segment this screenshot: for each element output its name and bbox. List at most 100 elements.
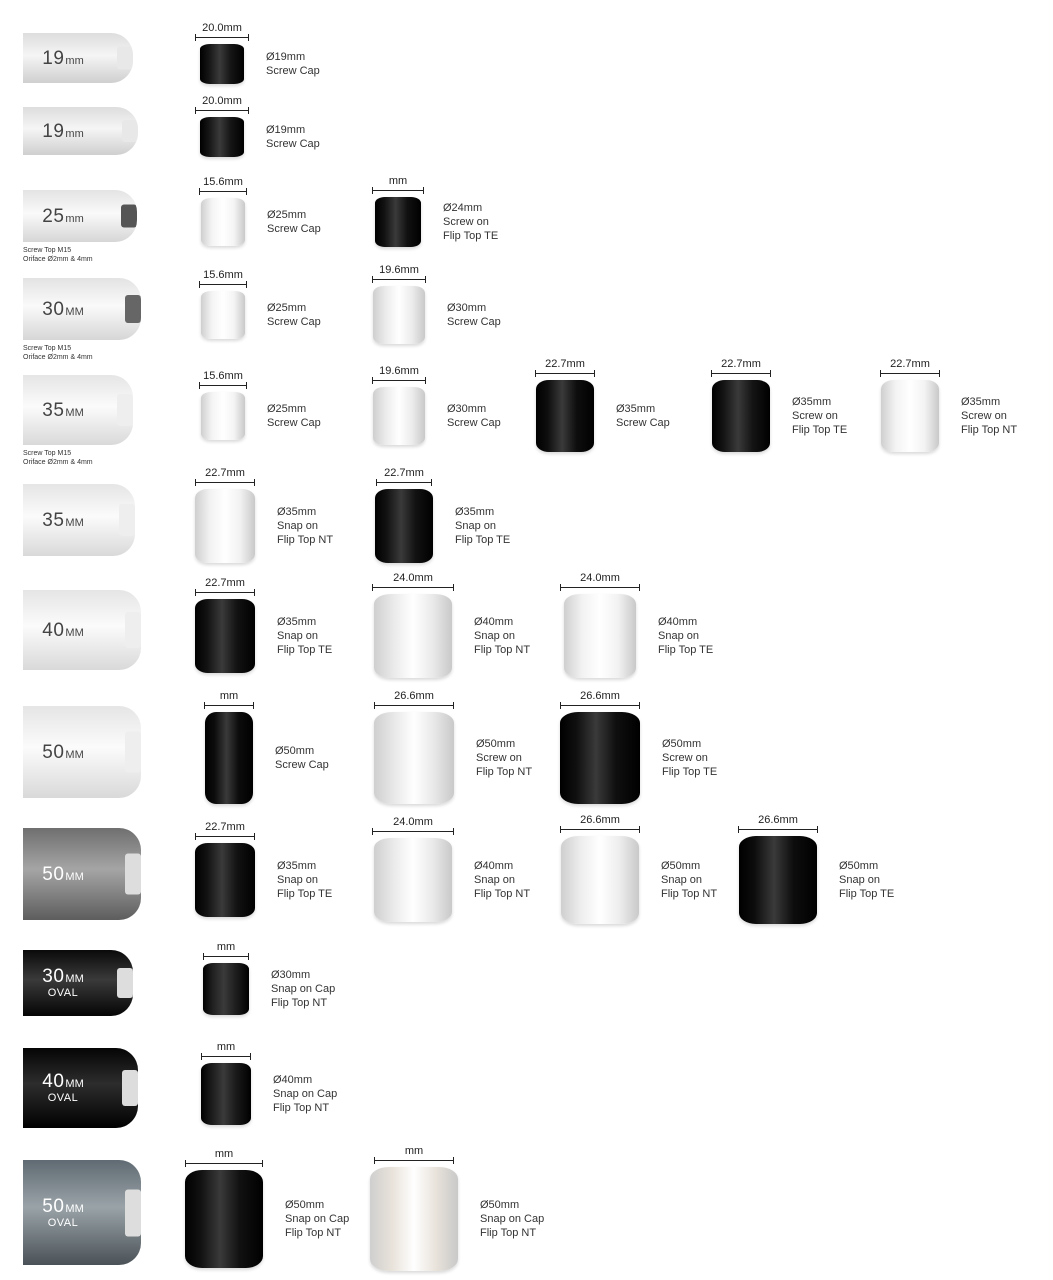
cap-description-line: Flip Top NT [476, 766, 533, 778]
tube-image: 19mm [23, 107, 138, 155]
tube-size-line: 30MM [42, 300, 83, 319]
tube-size-unit: MM [65, 305, 84, 318]
dimension-line [204, 702, 254, 709]
dimension-text: 26.6mm [394, 690, 434, 702]
cap-description-line: Screw on [792, 410, 838, 422]
cap-description-line: Snap on [661, 874, 702, 886]
dimension-label: 19.6mm [372, 264, 426, 283]
dimension-line [203, 953, 249, 960]
dimension-line [372, 828, 454, 835]
dimension-text: mm [216, 941, 236, 953]
dimension-label: 26.6mm [560, 690, 640, 709]
dimension-text: 15.6mm [203, 176, 243, 188]
cap-image [201, 291, 245, 339]
dimension-label: 20.0mm [195, 22, 249, 41]
cap-image [561, 836, 639, 924]
dimension-label: 24.0mm [560, 572, 640, 591]
dimension-label: mm [372, 175, 424, 194]
cap-description-line: Screw on [662, 752, 708, 764]
tube-size-label: 19mm [23, 33, 103, 83]
tube-spec-line: Oriface Ø2mm & 4mm [23, 354, 93, 361]
cap-description-line: Snap on [474, 874, 515, 886]
tube-image: 40MM [23, 590, 141, 670]
tube-oval-label: OVAL [47, 1216, 79, 1229]
tube-size-label: 25mm [23, 190, 103, 242]
tube-size-label: 19mm [23, 107, 103, 155]
tube-size-number: 40 [42, 619, 65, 641]
cap-description-line: Flip Top TE [792, 424, 848, 436]
cap-image [185, 1170, 263, 1268]
tube-spec-line: Oriface Ø2mm & 4mm [23, 459, 93, 466]
cap-image [374, 594, 452, 678]
cap-description-line: Flip Top TE [443, 230, 499, 242]
dimension-label: 22.7mm [711, 358, 771, 377]
tube-neck [119, 504, 135, 536]
cap-description-line: Flip Top NT [474, 644, 531, 656]
cap-image [370, 1167, 458, 1271]
tube-image: 35MM [23, 375, 133, 445]
cap-description-line: Flip Top NT [273, 1102, 330, 1114]
dimension-label: 26.6mm [738, 814, 818, 833]
tube-size-unit: MM [65, 1202, 84, 1215]
cap-description-line: Ø24mm [443, 202, 483, 214]
cap-description-line: Ø35mm [277, 616, 317, 628]
cap-description-line: Ø40mm [474, 616, 514, 628]
dimension-text: 15.6mm [203, 269, 243, 281]
cap-description-line: Ø40mm [273, 1074, 313, 1086]
cap-image [564, 594, 636, 678]
cap-description-line: Flip Top TE [658, 644, 714, 656]
cap-description-line: Ø35mm [616, 403, 656, 415]
tube-size-unit: MM [65, 870, 84, 883]
dimension-label: 24.0mm [372, 816, 454, 835]
cap-description-line: Snap on [658, 630, 699, 642]
cap-image [200, 44, 244, 84]
cap-description-line: Screw Cap [266, 65, 320, 77]
dimension-label: 22.7mm [195, 577, 255, 596]
tube-size-unit: MM [65, 626, 84, 639]
dimension-label: 24.0mm [372, 572, 454, 591]
tube-size-unit: mm [65, 212, 84, 225]
cap-image [712, 380, 770, 452]
cap-description-line: Flip Top TE [277, 888, 333, 900]
dimension-line [738, 826, 818, 833]
dimension-line [372, 584, 454, 591]
dimension-text: 19.6mm [379, 264, 419, 276]
cap-image [374, 712, 454, 804]
cap-description-line: Snap on [277, 520, 318, 532]
cap-description-line: Flip Top NT [271, 997, 328, 1009]
dimension-label: 22.7mm [535, 358, 595, 377]
dimension-line [185, 1160, 263, 1167]
dimension-text: 22.7mm [205, 577, 245, 589]
dimension-line [880, 370, 940, 377]
cap-description-line: Ø40mm [658, 616, 698, 628]
cap-description-line: Screw Cap [266, 138, 320, 150]
cap-description-line: Snap on [455, 520, 496, 532]
tube-size-number: 30 [42, 298, 65, 320]
tube-size-unit: mm [65, 54, 84, 67]
dimension-text: mm [214, 1148, 234, 1160]
dimension-label: mm [204, 690, 254, 709]
dimension-text: 26.6mm [580, 814, 620, 826]
tube-neck [121, 204, 137, 228]
tube-neck [125, 853, 141, 895]
